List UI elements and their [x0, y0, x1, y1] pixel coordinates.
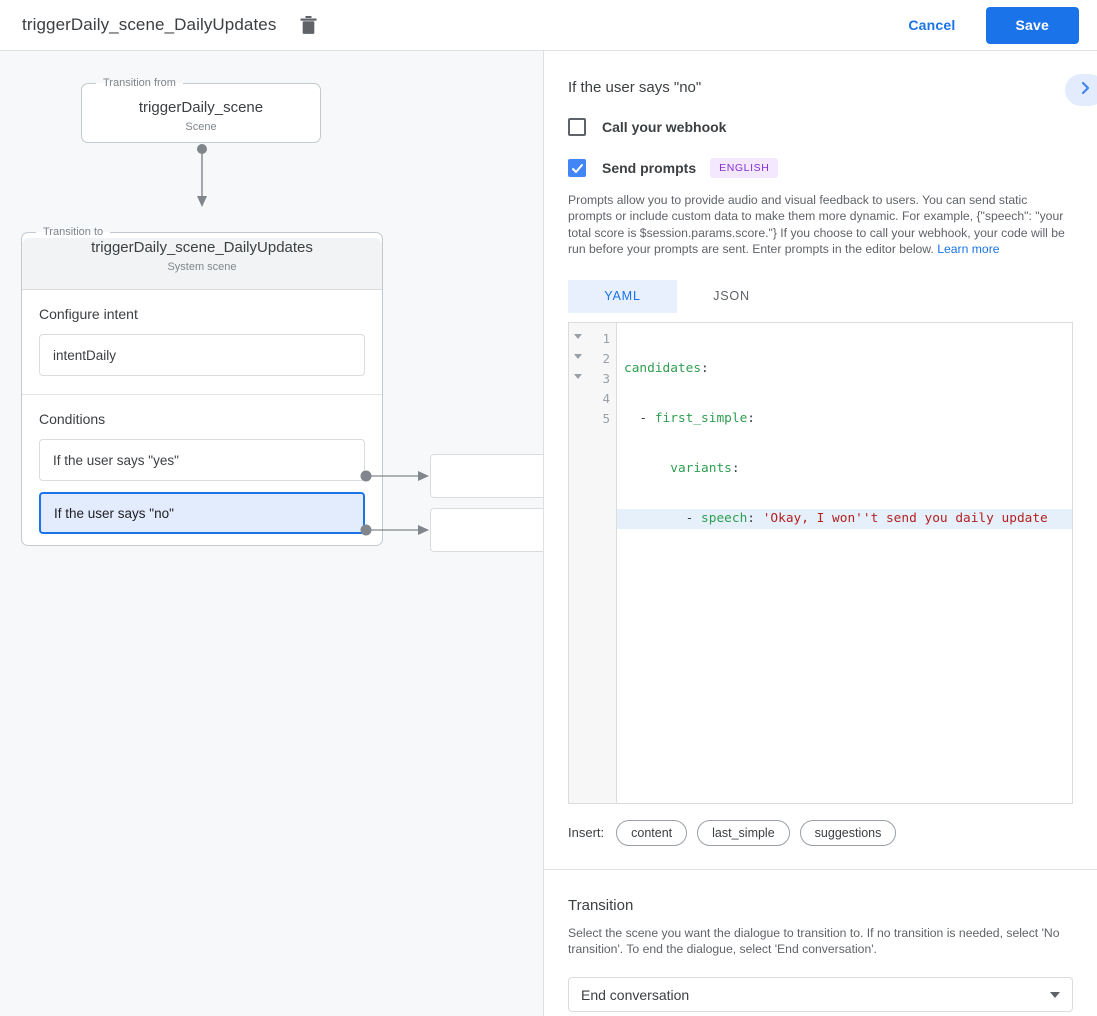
trash-icon [300, 15, 317, 35]
page-title: triggerDaily_scene_DailyUpdates [22, 15, 277, 34]
line-number: 5 [602, 411, 610, 427]
yaml-key: candidates [624, 360, 702, 376]
line-number: 1 [602, 331, 610, 347]
send-prompts-checkbox[interactable] [568, 159, 586, 177]
fold-toggle-icon[interactable] [574, 333, 582, 339]
edge-condition-yes [360, 466, 432, 491]
tab-json[interactable]: JSON [677, 279, 786, 313]
gutter-line-4: 4 [569, 389, 616, 409]
code-line-5 [617, 559, 1072, 579]
editor-gutter: 1 2 3 4 5 [569, 322, 617, 803]
cancel-button[interactable]: Cancel [894, 8, 969, 42]
call-webhook-checkbox[interactable] [568, 118, 586, 136]
checkmark-icon [571, 163, 583, 173]
call-webhook-label: Call your webhook [602, 119, 727, 135]
condition-item-no[interactable]: If the user says "no" [39, 492, 365, 534]
save-button[interactable]: Save [985, 6, 1079, 44]
insert-chip-suggestions[interactable]: suggestions [799, 819, 897, 846]
transition-to-body: Configure intent intentDaily Conditions … [22, 290, 382, 545]
condition-item-yes[interactable]: If the user says "yes" [39, 439, 365, 481]
panel-title: If the user says "no" [568, 79, 702, 96]
target-node-yes[interactable] [430, 454, 543, 498]
transition-from-node[interactable]: Transition from triggerDaily_scene Scene [81, 77, 321, 143]
transition-from-legend: Transition from [103, 77, 176, 89]
delete-button[interactable] [294, 11, 322, 39]
fold-toggle-icon[interactable] [574, 353, 582, 359]
transition-to-header: triggerDaily_scene_DailyUpdates System s… [22, 229, 382, 290]
transition-target-select[interactable]: End conversation [568, 977, 1073, 1013]
insert-chips-row: Insert: content last_simple suggestions [568, 819, 1073, 846]
conditions-section: Conditions If the user says "yes" If the… [22, 394, 382, 545]
tab-yaml[interactable]: YAML [568, 279, 677, 313]
details-panel: If the user says "no" Call your webhook … [543, 51, 1097, 1016]
transition-section: Transition Select the scene you want the… [544, 897, 1097, 1013]
yaml-colon: : [701, 360, 709, 376]
transition-from-subtitle: Scene [185, 120, 217, 133]
flow-connector-arrow [181, 143, 223, 216]
configure-intent-section: Configure intent intentDaily [22, 290, 382, 394]
insert-label: Insert: [568, 825, 605, 841]
insert-chip-last-simple[interactable]: last_simple [697, 819, 790, 846]
yaml-key: first_simple [654, 410, 748, 426]
prompts-description: Prompts allow you to provide audio and v… [568, 192, 1073, 258]
gutter-line-1: 1 [569, 329, 616, 349]
section-divider [544, 868, 1097, 870]
transition-heading: Transition [568, 896, 634, 914]
send-prompts-row[interactable]: Send prompts ENGLISH [568, 158, 1073, 178]
chevron-down-icon [1050, 991, 1060, 998]
transition-description: Select the scene you want the dialogue t… [568, 925, 1060, 957]
configure-intent-label: Configure intent [39, 306, 138, 322]
format-tabs: YAML JSON [568, 279, 1073, 313]
panel-header: If the user says "no" Call your webhook … [544, 51, 1097, 846]
yaml-key: variants [670, 460, 732, 476]
gutter-line-5: 5 [569, 409, 616, 429]
code-line-1: candidates: [617, 359, 1072, 379]
expand-panel-button[interactable] [1065, 74, 1097, 106]
yaml-key: speech [701, 510, 748, 526]
transition-to-subtitle: System scene [167, 261, 237, 273]
prompts-description-text: Prompts allow you to provide audio and v… [568, 193, 1065, 257]
code-line-4: - speech: 'Okay, I won''t send you daily… [617, 508, 1072, 529]
line-number: 4 [602, 391, 610, 407]
line-number: 3 [602, 371, 610, 387]
transition-to-title: triggerDaily_scene_DailyUpdates [91, 239, 313, 256]
top-app-bar: triggerDaily_scene_DailyUpdates Cancel S… [0, 0, 1097, 51]
yaml-colon: : [747, 510, 763, 526]
webhook-row[interactable]: Call your webhook [568, 118, 1073, 136]
flow-canvas[interactable]: Transition from triggerDaily_scene Scene… [0, 51, 543, 1016]
transition-from-title: triggerDaily_scene [138, 98, 264, 116]
transition-to-node[interactable]: Transition to triggerDaily_scene_DailyUp… [21, 226, 383, 546]
yaml-indent: - [624, 410, 655, 426]
yaml-colon: : [747, 410, 755, 426]
yaml-colon: : [731, 460, 740, 476]
yaml-indent: - [624, 510, 702, 526]
yaml-string-value: 'Okay, I won''t send you daily update [762, 510, 1048, 526]
transition-to-legend: Transition to [43, 226, 104, 238]
transition-target-value: End conversation [581, 986, 690, 1003]
code-line-3: variants: [617, 459, 1072, 479]
language-badge: ENGLISH [710, 158, 779, 178]
prompt-code-editor[interactable]: 1 2 3 4 5 candidates: - first_simple: va… [568, 321, 1073, 804]
gutter-line-2: 2 [569, 349, 616, 369]
editor-code-area[interactable]: candidates: - first_simple: variants: - … [617, 323, 1072, 803]
top-bar-actions: Cancel Save [894, 6, 1097, 44]
chevron-right-icon [1077, 80, 1093, 101]
fold-toggle-icon[interactable] [574, 373, 582, 379]
insert-chip-content[interactable]: content [616, 819, 688, 846]
code-line-2: - first_simple: [617, 409, 1072, 429]
intent-field[interactable]: intentDaily [39, 334, 365, 376]
edge-condition-no [360, 520, 432, 545]
send-prompts-label: Send prompts [602, 160, 697, 176]
conditions-label: Conditions [39, 411, 106, 427]
gutter-line-3: 3 [569, 369, 616, 389]
line-number: 2 [602, 351, 610, 367]
yaml-indent [624, 461, 670, 476]
learn-more-link[interactable]: Learn more [937, 242, 1000, 257]
target-node-no[interactable] [430, 508, 543, 552]
